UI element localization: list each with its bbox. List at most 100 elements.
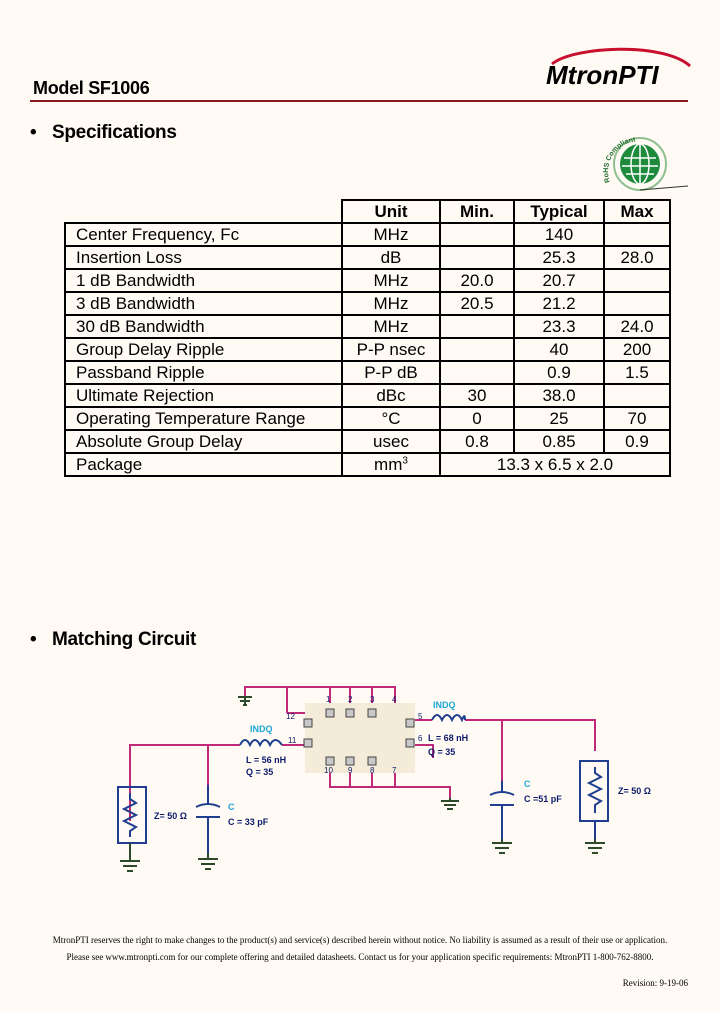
unit-cell: MHz	[341, 314, 441, 339]
pin-label: 10	[324, 766, 333, 775]
ground-icon	[441, 798, 459, 810]
parameter-cell: Passband Ripple	[64, 360, 343, 385]
port-right-icon	[579, 760, 609, 839]
min-cell	[439, 314, 515, 339]
inductor-left-label: INDQ	[250, 724, 273, 734]
max-cell: 24.0	[603, 314, 671, 339]
ground-icon	[198, 853, 218, 870]
parameter-cell: Group Delay Ripple	[64, 337, 343, 362]
typical-cell: 0.85	[513, 429, 605, 454]
parameter-cell: Insertion Loss	[64, 245, 343, 270]
filter-pads	[303, 708, 415, 766]
unit-cell: usec	[341, 429, 441, 454]
revision-date: Revision: 9-19-06	[622, 978, 688, 988]
parameter-cell: Ultimate Rejection	[64, 383, 343, 408]
pin-label: 1	[326, 695, 331, 704]
rohs-compliant-badge: RoHS Compliant	[603, 136, 689, 191]
unit-cell: P-P nsec	[341, 337, 441, 362]
pin-label: 5	[418, 712, 423, 721]
specifications-heading-text: Specifications	[52, 122, 177, 143]
inductor-right-q: Q = 35	[428, 747, 455, 757]
ground-icon	[492, 839, 512, 854]
matching-circuit-heading: •Matching Circuit	[30, 629, 196, 651]
pin-label: 12	[286, 712, 295, 721]
inductor-right-value: L = 68 nH	[428, 733, 468, 743]
unit-cell: dB	[341, 245, 441, 270]
bullet: •	[30, 122, 37, 143]
circuit-wires	[129, 686, 596, 821]
unit-cell: MHz	[341, 268, 441, 293]
header-divider	[30, 100, 688, 102]
ground-icon	[238, 696, 252, 706]
typical-cell: 20.7	[513, 268, 605, 293]
table-header-row: Unit Min. Typical Max	[65, 199, 671, 224]
logo-text: MtronPTI	[546, 60, 659, 90]
pin-label: 3	[370, 695, 375, 704]
capacitor-left-icon	[195, 785, 221, 853]
max-cell	[603, 291, 671, 316]
column-header-typical: Typical	[513, 199, 605, 224]
min-cell: 20.0	[439, 268, 515, 293]
typical-cell: 23.3	[513, 314, 605, 339]
unit-base: mm	[374, 454, 403, 474]
port-left-icon	[117, 786, 147, 844]
ground-icon	[585, 839, 605, 854]
min-cell: 0.8	[439, 429, 515, 454]
unit-cell: MHz	[341, 222, 441, 247]
max-cell: 0.9	[603, 429, 671, 454]
specifications-heading: • Specifications	[30, 122, 177, 144]
pin-label: 8	[370, 766, 375, 775]
package-value-cell: 13.3 x 6.5 x 2.0	[439, 452, 671, 477]
typical-cell: 0.9	[513, 360, 605, 385]
table-row-package: Package mm3 13.3 x 6.5 x 2.0	[64, 452, 671, 477]
inductor-left-icon	[239, 739, 283, 748]
max-cell: 1.5	[603, 360, 671, 385]
filter-package	[305, 703, 415, 773]
parameter-cell: Absolute Group Delay	[64, 429, 343, 454]
max-cell: 70	[603, 406, 671, 431]
unit-exponent: 3	[402, 454, 408, 466]
page-title: Model SF1006	[33, 78, 150, 98]
min-cell	[439, 360, 515, 385]
typical-cell: 25.3	[513, 245, 605, 270]
pin-label: 9	[348, 766, 353, 775]
inductor-right-icon	[431, 714, 466, 723]
capacitor-right-value: C =51 pF	[524, 794, 562, 804]
max-cell: 28.0	[603, 245, 671, 270]
parameter-cell: 1 dB Bandwidth	[64, 268, 343, 293]
parameter-cell: 3 dB Bandwidth	[64, 291, 343, 316]
port-left-label: Z= 50 Ω	[154, 811, 187, 821]
typical-cell: 38.0	[513, 383, 605, 408]
inductor-right-label: INDQ	[433, 700, 456, 710]
ground-icons	[120, 696, 605, 872]
min-cell: 30	[439, 383, 515, 408]
port-right-label: Z= 50 Ω	[618, 786, 651, 796]
capacitor-left-label: C	[228, 802, 235, 812]
pin-label: 11	[288, 736, 297, 745]
capacitor-left-value: C = 33 pF	[228, 817, 269, 827]
parameter-cell: Package	[64, 452, 343, 477]
mtronpti-logo: MtronPTI	[546, 47, 692, 90]
footer-disclaimer: MtronPTI reserves the right to make chan…	[52, 935, 668, 945]
column-header-unit: Unit	[341, 199, 441, 224]
unit-cell: MHz	[341, 291, 441, 316]
typical-cell: 40	[513, 337, 605, 362]
column-header-min: Min.	[439, 199, 515, 224]
min-cell	[439, 222, 515, 247]
capacitor-right-label: C	[524, 779, 531, 789]
max-cell	[603, 383, 671, 408]
specifications-table: Unit Min. Typical Max Center Frequency, …	[64, 199, 671, 477]
footer-contact: Please see www.mtronpti.com for our comp…	[66, 952, 654, 962]
unit-cell: mm3	[341, 452, 441, 477]
column-header-max: Max	[603, 199, 671, 224]
pin-label: 2	[348, 695, 353, 704]
min-cell	[439, 337, 515, 362]
matching-circuit-heading-text: Matching Circuit	[52, 629, 197, 650]
pin-numbers: 1 2 3 4 10 9 8 7 12 11 5 6	[286, 695, 423, 775]
